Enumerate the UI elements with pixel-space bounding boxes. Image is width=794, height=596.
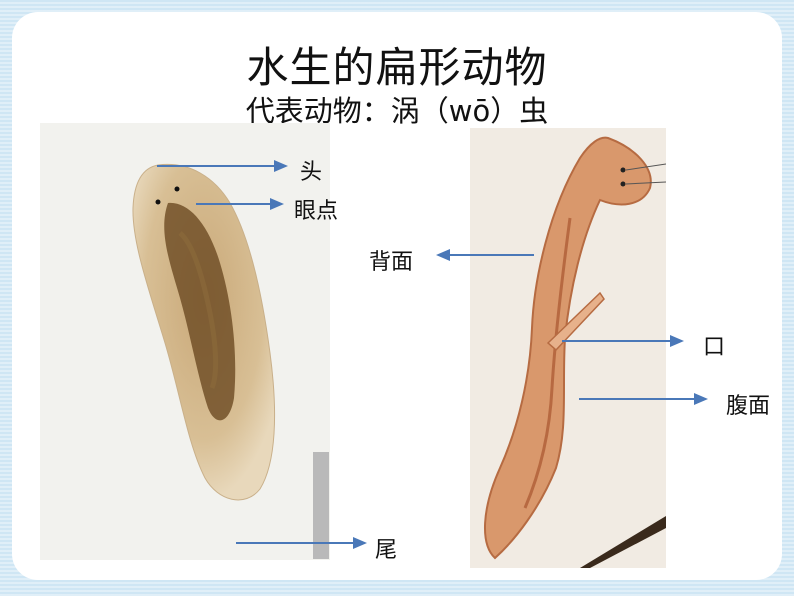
label-ventral: 腹面 — [726, 388, 770, 420]
label-head: 头 — [300, 154, 322, 186]
label-tail: 尾 — [375, 532, 397, 564]
label-dorsal: 背面 — [369, 244, 413, 276]
label-eyespot: 眼点 — [294, 193, 338, 225]
label-mouth: 口 — [703, 329, 725, 361]
